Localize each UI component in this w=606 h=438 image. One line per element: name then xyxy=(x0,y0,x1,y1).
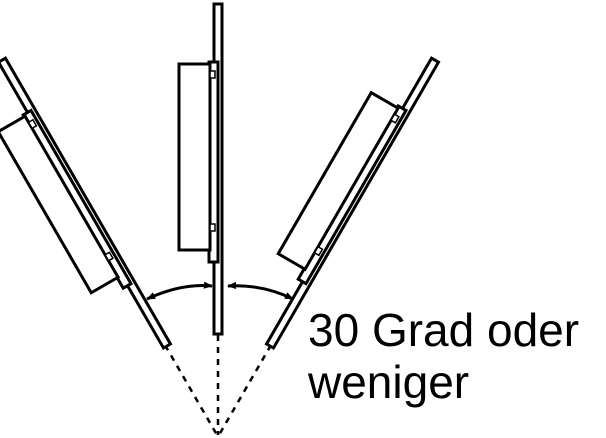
angle-indicator-left xyxy=(146,281,213,301)
panel-tilted-left xyxy=(0,56,172,368)
angle-indicator-right xyxy=(227,281,294,301)
caption-line-1: 30 Grad oder xyxy=(308,304,580,356)
panel-tilted-right xyxy=(234,39,440,350)
convergence-lines xyxy=(163,335,273,436)
caption-line-2: weniger xyxy=(308,356,470,408)
angle-caption: 30 Grad oder weniger xyxy=(308,304,579,408)
